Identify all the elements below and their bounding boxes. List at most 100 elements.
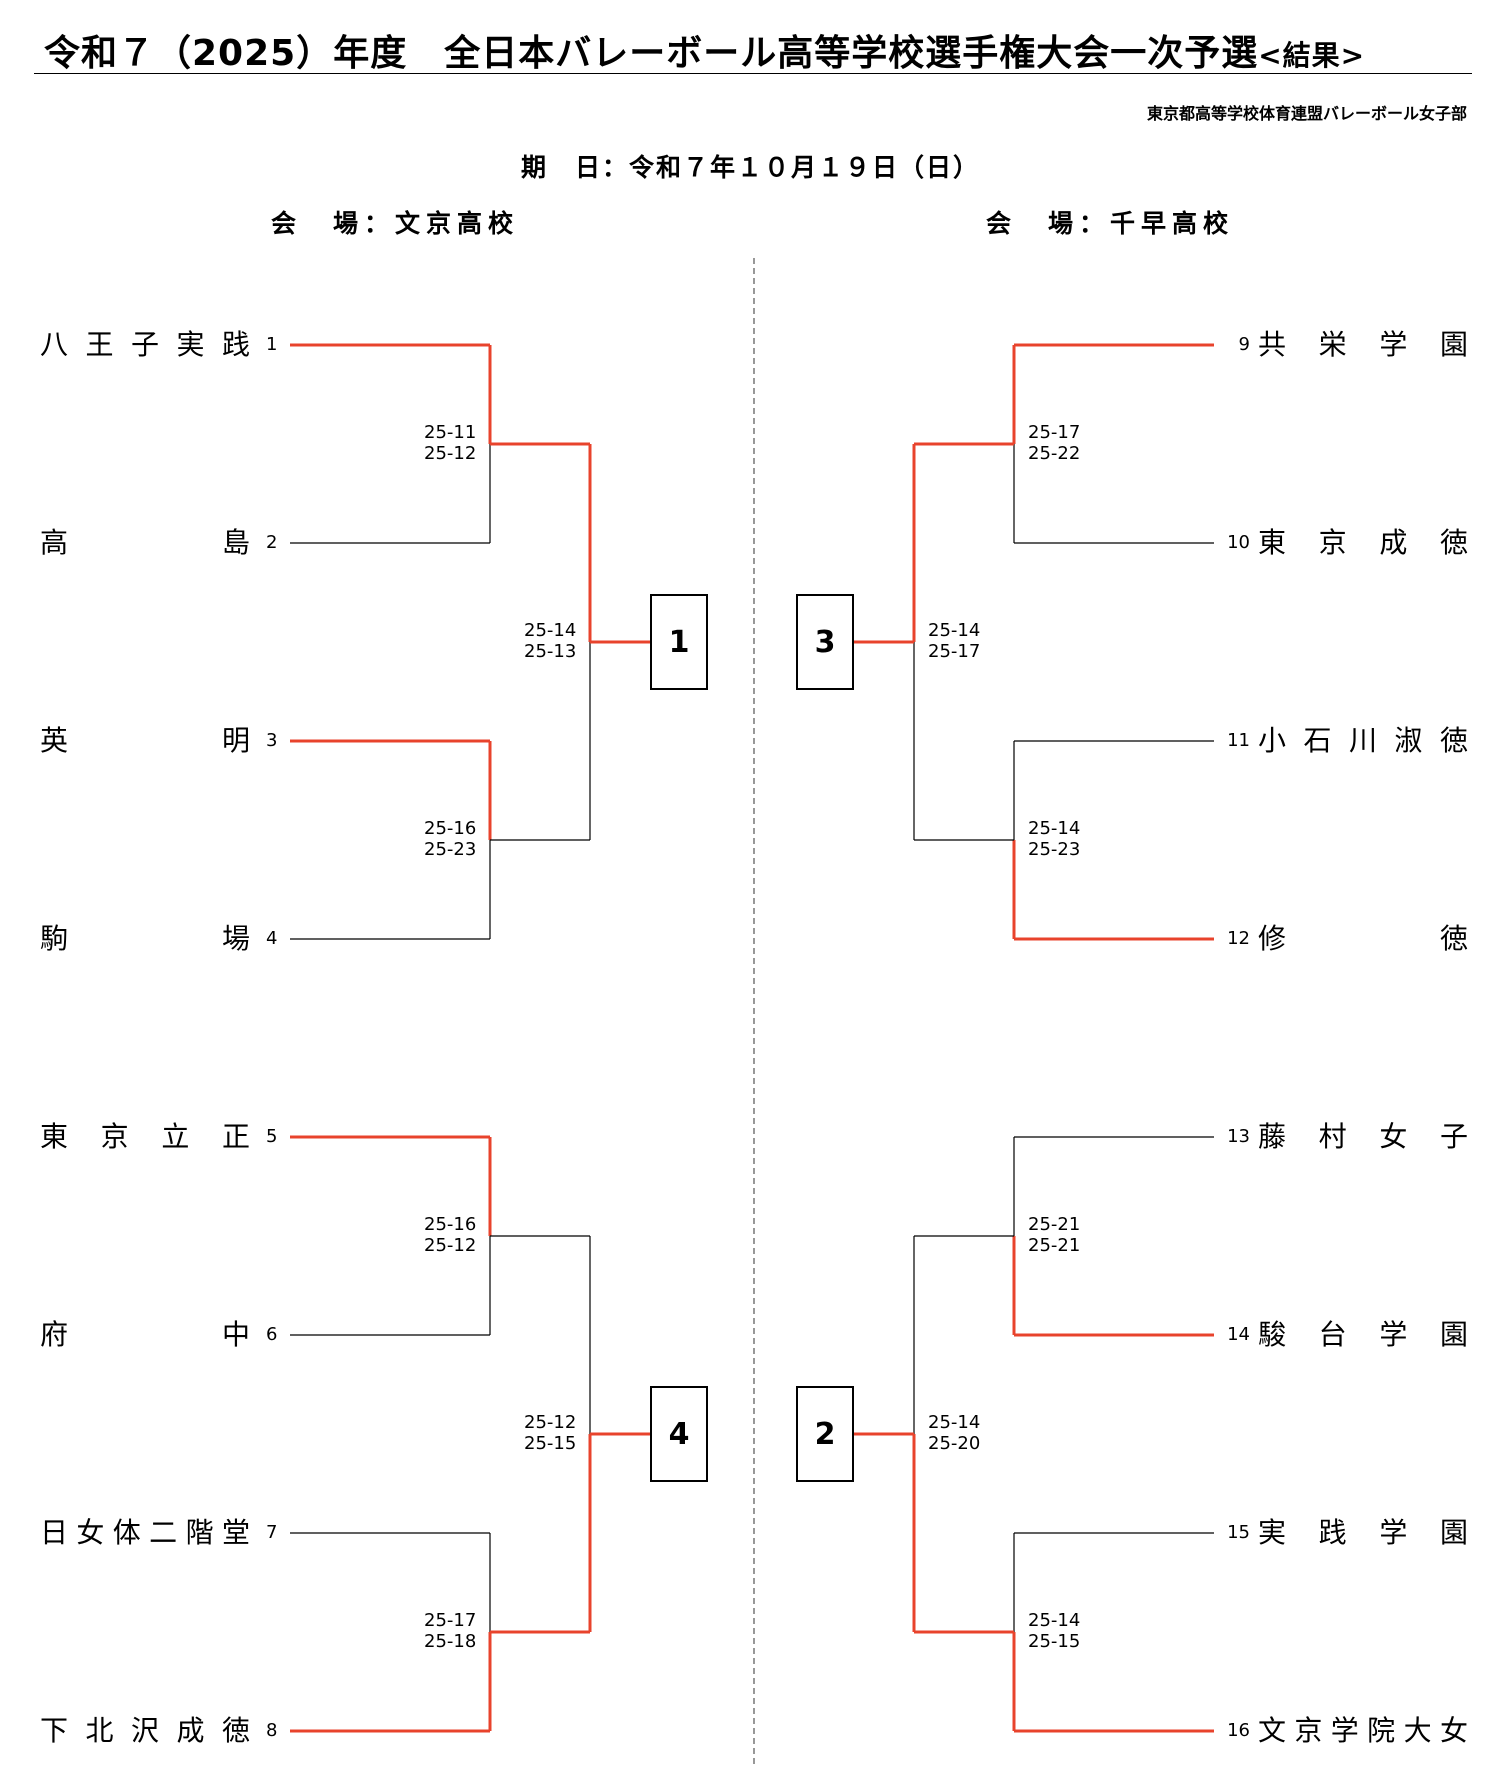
team-char: 日 xyxy=(40,1516,69,1549)
set-score: 25-20 xyxy=(928,1433,981,1454)
team-char: 堂 xyxy=(221,1516,250,1549)
team-char: 台 xyxy=(1318,1318,1347,1351)
set-score: 25-15 xyxy=(524,1433,577,1454)
team-name-15: 実践学園 xyxy=(1258,1515,1468,1551)
team-char: 明 xyxy=(221,724,250,757)
venue-right: 会 場：千早高校 xyxy=(985,209,1234,238)
team-char: 京 xyxy=(100,1120,129,1153)
team-char: 学 xyxy=(1379,328,1408,361)
seed-number-11: 11 xyxy=(1227,730,1250,751)
team-name-9: 共栄学園 xyxy=(1258,327,1468,363)
team-char: 共 xyxy=(1258,328,1287,361)
team-char: 成 xyxy=(1379,526,1408,559)
team-char: 大 xyxy=(1403,1714,1432,1747)
team-char: 立 xyxy=(161,1120,190,1153)
set-score: 25-17 xyxy=(928,641,981,662)
venue-left: 会 場：文京高校 xyxy=(270,209,519,238)
title-underline xyxy=(34,73,1472,74)
team-name-12: 修徳 xyxy=(1258,921,1468,957)
team-char: 践 xyxy=(221,328,250,361)
team-char: 石 xyxy=(1303,724,1332,757)
team-char: 成 xyxy=(176,1714,205,1747)
set-score: 25-15 xyxy=(1028,1631,1081,1652)
team-char: 修 xyxy=(1258,922,1287,955)
set-score: 25-12 xyxy=(424,1235,477,1256)
team-char: 徳 xyxy=(221,1714,250,1747)
team-char: 徳 xyxy=(1439,922,1468,955)
team-name-5: 東京立正 xyxy=(40,1119,250,1155)
team-char: 島 xyxy=(221,526,250,559)
team-char: 駒 xyxy=(40,922,69,955)
team-char: 院 xyxy=(1367,1714,1396,1747)
team-char: 践 xyxy=(1318,1516,1347,1549)
team-char: 京 xyxy=(1294,1714,1323,1747)
set-score: 25-23 xyxy=(1028,839,1081,860)
set-score: 25-14 xyxy=(928,620,981,641)
date-line: 期 日：令和７年１０月１９日（日） xyxy=(520,153,980,182)
set-score: 25-12 xyxy=(524,1412,577,1433)
title-suffix: <結果> xyxy=(1258,39,1366,72)
team-name-4: 駒場 xyxy=(40,921,250,957)
team-char: 下 xyxy=(40,1714,69,1747)
placement-box-4: 4 xyxy=(650,1386,708,1482)
team-char: 王 xyxy=(85,328,114,361)
seed-number-2: 2 xyxy=(266,532,278,553)
team-char: 階 xyxy=(185,1516,214,1549)
seed-number-8: 8 xyxy=(266,1720,278,1741)
seed-number-14: 14 xyxy=(1227,1324,1250,1345)
team-char: 実 xyxy=(176,328,205,361)
set-score: 25-14 xyxy=(524,620,577,641)
team-char: 東 xyxy=(40,1120,69,1153)
team-char: 子 xyxy=(130,328,159,361)
team-char: 川 xyxy=(1348,724,1377,757)
team-name-16: 文京学院大女 xyxy=(1258,1713,1468,1749)
team-char: 女 xyxy=(1379,1120,1408,1153)
organizer-label: 東京都高等学校体育連盟バレーボール女子部 xyxy=(1146,104,1467,123)
seed-number-13: 13 xyxy=(1227,1126,1250,1147)
team-char: 藤 xyxy=(1258,1120,1287,1153)
page-title: 令和７（2025）年度 全日本バレーボール高等学校選手権大会一次予選<結果> xyxy=(44,24,1365,76)
team-char: 園 xyxy=(1439,1318,1468,1351)
team-char: 正 xyxy=(221,1120,250,1153)
team-char: 英 xyxy=(40,724,69,757)
team-char: 徳 xyxy=(1439,526,1468,559)
seed-number-12: 12 xyxy=(1227,928,1250,949)
team-char: 子 xyxy=(1439,1120,1468,1153)
team-char: 体 xyxy=(112,1516,141,1549)
team-char: 八 xyxy=(40,328,69,361)
seed-number-15: 15 xyxy=(1227,1522,1250,1543)
team-char: 京 xyxy=(1318,526,1347,559)
placement-box-3: 3 xyxy=(796,594,854,690)
seed-number-9: 9 xyxy=(1238,334,1250,355)
set-score: 25-16 xyxy=(424,818,477,839)
seed-number-16: 16 xyxy=(1227,1720,1250,1741)
team-char: 小 xyxy=(1258,724,1287,757)
team-char: 北 xyxy=(85,1714,114,1747)
seed-number-10: 10 xyxy=(1227,532,1250,553)
placement-box-2: 2 xyxy=(796,1386,854,1482)
team-char: 中 xyxy=(221,1318,250,1351)
team-name-11: 小石川淑徳 xyxy=(1258,723,1468,759)
seed-number-1: 1 xyxy=(266,334,278,355)
team-char: 園 xyxy=(1439,1516,1468,1549)
team-char: 実 xyxy=(1258,1516,1287,1549)
team-char: 学 xyxy=(1379,1318,1408,1351)
set-score: 25-18 xyxy=(424,1631,477,1652)
seed-number-5: 5 xyxy=(266,1126,278,1147)
set-score: 25-14 xyxy=(928,1412,981,1433)
seed-number-4: 4 xyxy=(266,928,278,949)
team-char: 府 xyxy=(40,1318,69,1351)
seed-number-7: 7 xyxy=(266,1522,278,1543)
team-name-14: 駿台学園 xyxy=(1258,1317,1468,1353)
